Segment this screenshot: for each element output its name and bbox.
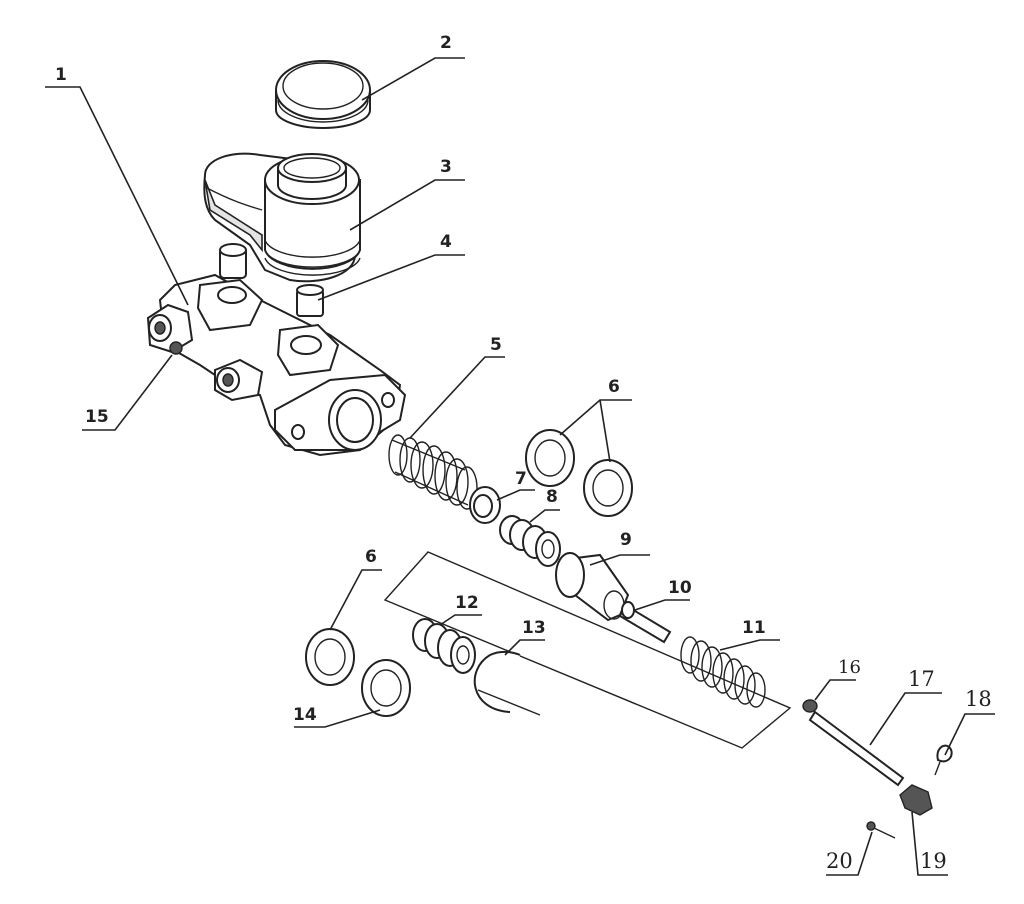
washer-pair-upper — [525, 429, 633, 517]
part-labels: 1 2 3 4 5 6 7 8 9 10 11 6 12 13 14 15 16… — [55, 33, 992, 873]
label-18: 18 — [965, 687, 992, 711]
return-spring-small — [680, 636, 766, 708]
secondary-piston — [412, 618, 476, 674]
clevis-19 — [899, 784, 933, 816]
label-6-lower: 6 — [365, 547, 377, 567]
push-rod-17 — [808, 710, 905, 787]
label-17: 17 — [908, 667, 935, 691]
label-14: 14 — [293, 705, 317, 725]
label-7: 7 — [515, 469, 527, 489]
leader-lines — [45, 57, 995, 876]
label-4: 4 — [440, 232, 452, 252]
seal-ring — [469, 486, 501, 524]
return-spring-large — [388, 434, 478, 510]
label-1: 1 — [55, 65, 67, 85]
label-8: 8 — [546, 487, 558, 507]
washer-14 — [361, 659, 411, 717]
snap-ring — [473, 650, 541, 716]
rod-nut-16 — [802, 699, 818, 713]
label-10: 10 — [668, 578, 692, 598]
label-19: 19 — [920, 849, 947, 873]
label-6-upper: 6 — [608, 377, 620, 397]
piston-seals — [499, 515, 561, 567]
label-15: 15 — [85, 407, 109, 427]
push-rod-short — [618, 601, 672, 644]
label-12: 12 — [455, 593, 479, 613]
cylinder-body — [146, 243, 407, 457]
label-13: 13 — [522, 618, 546, 638]
label-2: 2 — [440, 33, 452, 53]
piston — [555, 552, 630, 622]
reservoir-cap — [275, 60, 371, 129]
pin-20 — [866, 821, 896, 839]
reservoir — [203, 152, 361, 283]
label-3: 3 — [440, 157, 452, 177]
reservoir-spout — [296, 284, 324, 317]
subassembly-outline — [383, 551, 792, 749]
label-9: 9 — [620, 530, 632, 550]
label-20: 20 — [826, 849, 853, 873]
washer-lower-6 — [305, 628, 355, 686]
label-11: 11 — [742, 618, 766, 638]
label-16: 16 — [838, 657, 861, 678]
clip-18 — [934, 744, 953, 776]
label-5: 5 — [490, 335, 502, 355]
